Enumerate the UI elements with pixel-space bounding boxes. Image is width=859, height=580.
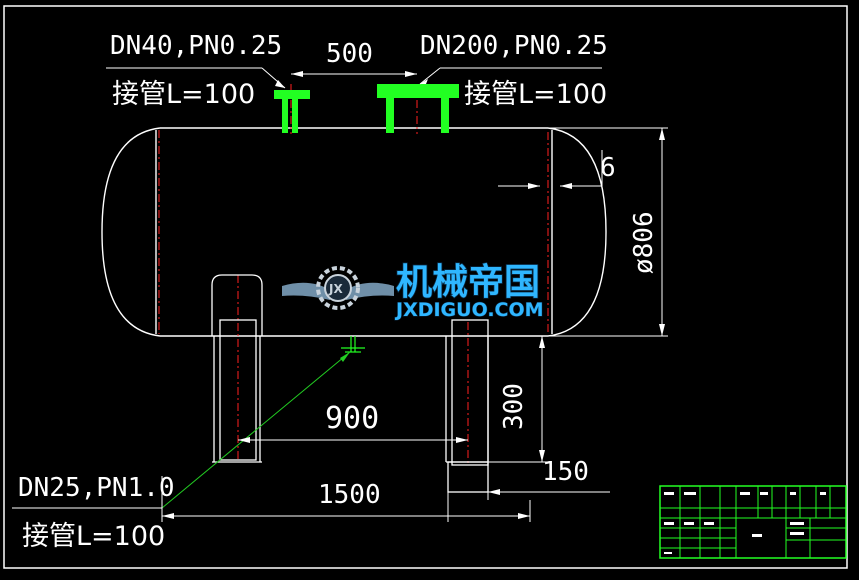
dim-support-base: 150 xyxy=(542,457,589,487)
leader-lines xyxy=(12,67,602,509)
dim-diameter: ø806 xyxy=(629,211,659,274)
label-dn25-pipe: 接管L=100 xyxy=(22,521,165,552)
dim-support-spacing: 900 xyxy=(325,401,379,436)
dimension-arrows xyxy=(162,71,665,519)
drawing-border xyxy=(3,5,848,569)
label-dn200-spec: DN200,PN0.25 xyxy=(420,31,608,61)
dimension-lines xyxy=(161,73,668,522)
dim-total-length: 1500 xyxy=(318,480,381,510)
watermark: JX 机械帝国 JXDIGUO.COM xyxy=(282,261,544,322)
title-block xyxy=(659,485,847,559)
title-block-text xyxy=(664,492,826,554)
dim-support-height: 300 xyxy=(499,383,529,430)
watermark-url: JXDIGUO.COM xyxy=(394,299,544,321)
dim-wall-thickness: 6 xyxy=(600,153,616,183)
nozzle-dn200 xyxy=(377,84,459,133)
dim-nozzle-spacing: 500 xyxy=(326,39,373,69)
center-lines xyxy=(158,84,549,466)
watermark-emblem-icon: JX xyxy=(282,266,394,310)
nozzle-dn40 xyxy=(274,90,310,133)
vessel-body xyxy=(101,127,607,337)
label-dn40-spec: DN40,PN0.25 xyxy=(110,31,282,61)
nozzle-dn25 xyxy=(341,336,365,353)
label-dn200-pipe: 接管L=100 xyxy=(464,79,607,110)
watermark-emblem-text: JX xyxy=(328,282,343,296)
watermark-title: 机械帝国 xyxy=(396,262,540,303)
left-saddle-support xyxy=(211,274,263,463)
label-dn40-pipe: 接管L=100 xyxy=(112,79,255,110)
right-saddle-support xyxy=(445,319,489,493)
label-dn25-spec: DN25,PN1.0 xyxy=(18,473,175,503)
